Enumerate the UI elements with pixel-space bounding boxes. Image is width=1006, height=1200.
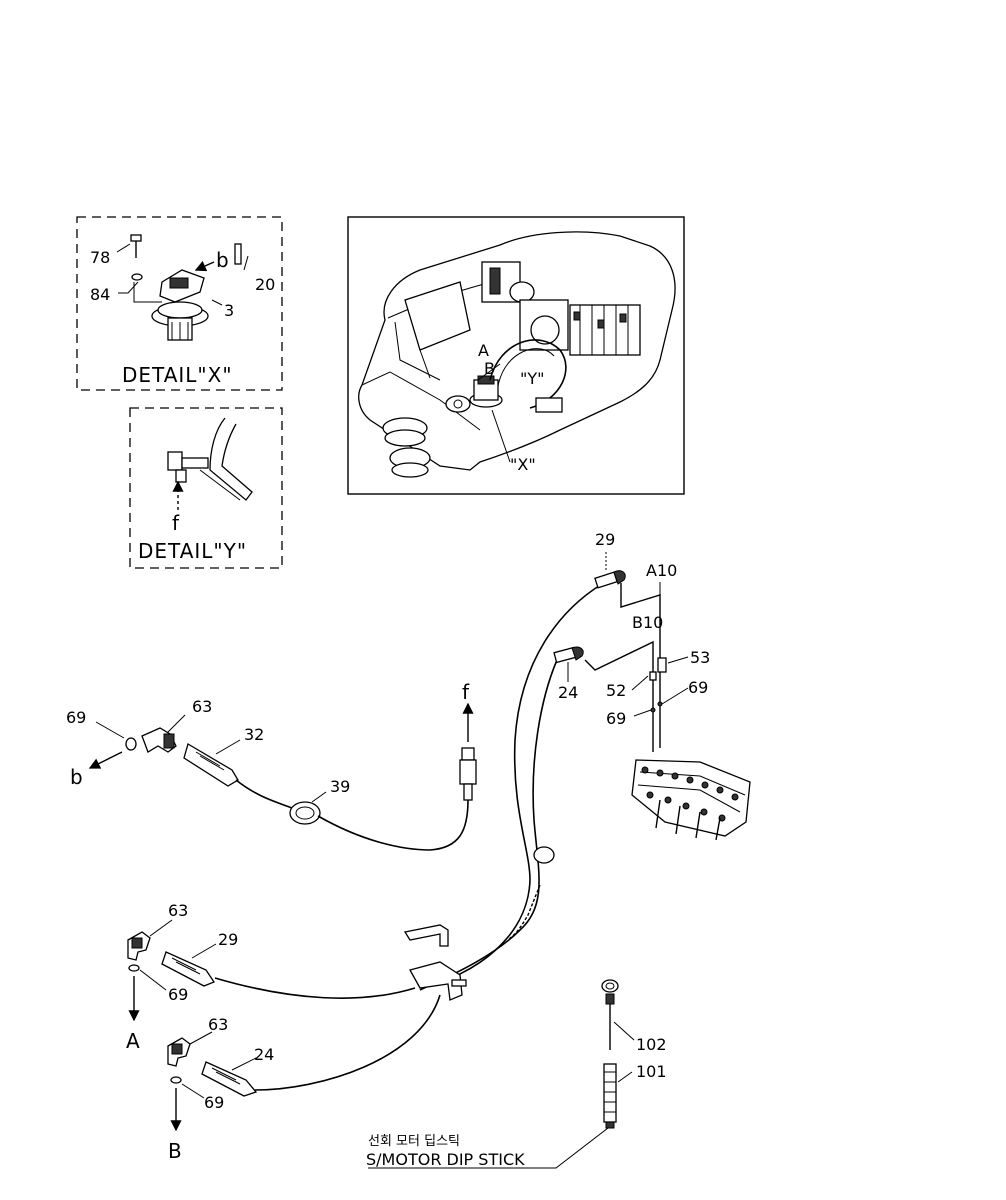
caption-english: S/MOTOR DIP STICK — [366, 1150, 525, 1169]
caption-korean: 선회 모터 딥스틱 — [368, 1134, 460, 1149]
label-f-mid: f — [462, 680, 470, 704]
swivel-overview-icon — [469, 375, 503, 408]
hose-end-29-icon — [161, 951, 215, 987]
detail-x-title: DETAIL"X" — [122, 363, 233, 387]
label-f-detail-y: f — [172, 511, 180, 535]
hose-end-32-icon — [183, 743, 239, 787]
label-X-overview: "X" — [510, 455, 536, 474]
label-69-mid: 69 — [168, 985, 188, 1004]
fitting-icon — [167, 451, 209, 483]
seal-53-icon — [657, 657, 667, 673]
label-29-top: 29 — [595, 530, 615, 549]
label-78: 78 — [90, 248, 110, 267]
label-b-left: b — [70, 765, 84, 789]
fitting-f-icon — [459, 747, 477, 801]
label-52: 52 — [606, 681, 626, 700]
label-3: 3 — [224, 301, 234, 320]
washer-84-icon — [131, 273, 143, 281]
detail-y-panel: f DETAIL"Y" — [129, 407, 283, 569]
spring-guard-icon — [507, 884, 541, 941]
label-53: 53 — [690, 648, 710, 667]
label-b-detail-x: b — [216, 248, 230, 272]
label-69-left: 69 — [66, 708, 86, 727]
label-B-overview: B — [484, 359, 495, 378]
bolt-78-icon — [130, 234, 142, 258]
seal-52-icon — [649, 671, 657, 681]
fitting-29-top-icon — [594, 570, 626, 589]
label-29-mid: 29 — [218, 930, 238, 949]
label-Y-overview: "Y" — [520, 369, 545, 388]
label-69-right-2: 69 — [606, 709, 626, 728]
swivel-joint-3-icon — [151, 269, 209, 341]
elbow-63-mid-icon — [127, 931, 151, 961]
label-69-right: 69 — [688, 678, 708, 697]
label-32: 32 — [244, 725, 264, 744]
label-B10: B10 — [632, 613, 663, 632]
detail-x-panel: 78 84 3 20 b DETAIL"X" — [76, 216, 283, 391]
label-39: 39 — [330, 777, 350, 796]
elbow-63-low-icon — [167, 1037, 191, 1067]
bracket-icon — [403, 924, 467, 1001]
label-101: 101 — [636, 1062, 667, 1081]
o-ring-69-left-icon — [125, 737, 137, 751]
o-ring-69-mid-icon — [128, 964, 140, 972]
detail-y-title: DETAIL"Y" — [138, 539, 247, 563]
label-63-top: 63 — [192, 697, 212, 716]
label-24-top: 24 — [558, 683, 578, 702]
control-valve-overview-icon — [569, 304, 641, 356]
hose-end-24-icon — [201, 1061, 258, 1097]
label-A10: A10 — [646, 561, 677, 580]
o-ring-69-low-icon — [170, 1076, 182, 1084]
clamp-39-icon — [289, 801, 321, 825]
label-B-bottom: B — [168, 1139, 183, 1163]
machine-overview-panel: A B "Y" "X" — [347, 216, 685, 495]
label-102: 102 — [636, 1035, 667, 1054]
label-24-low: 24 — [254, 1045, 274, 1064]
label-A-overview: A — [478, 341, 489, 360]
hose-assembly — [88, 570, 751, 1169]
fitting-24-top-icon — [553, 646, 584, 664]
label-84: 84 — [90, 285, 110, 304]
label-63-low: 63 — [208, 1015, 228, 1034]
label-A-bottom: A — [126, 1029, 141, 1053]
label-63-mid: 63 — [168, 901, 188, 920]
label-20: 20 — [255, 275, 275, 294]
elbow-63-top-icon — [141, 727, 177, 753]
label-69-low: 69 — [204, 1093, 224, 1112]
dipstick-cap-102-icon — [601, 979, 619, 1050]
control-valve-icon — [631, 759, 751, 841]
pin-20-icon — [234, 243, 242, 265]
dipstick-tube-101-icon — [603, 1063, 617, 1129]
